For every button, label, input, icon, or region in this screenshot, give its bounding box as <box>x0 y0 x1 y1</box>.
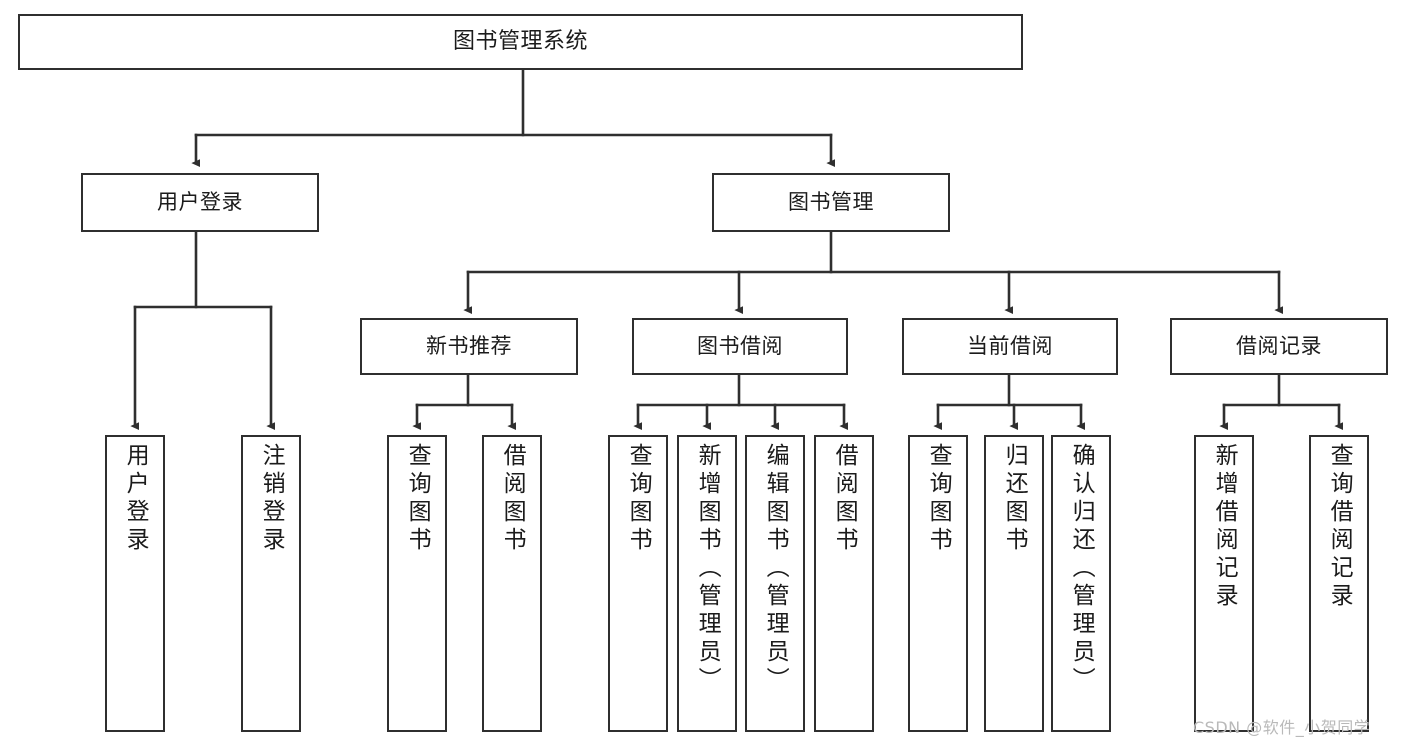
node-label: 查询图书 <box>925 443 952 555</box>
leaf-borrowrecord-add-record[interactable]: 新增借阅记录 <box>1194 435 1254 732</box>
node-label: 查询借阅记录 <box>1326 443 1353 611</box>
watermark: CSDN @软件_小贺同学 <box>1193 718 1371 737</box>
node-new-book-recommend[interactable]: 新书推荐 <box>360 318 578 375</box>
node-label: 用户登录 <box>122 443 149 555</box>
node-label: 注销登录 <box>258 443 285 555</box>
node-label: 新增借阅记录 <box>1211 443 1238 611</box>
node-label: 查询图书 <box>625 443 652 555</box>
node-user-login[interactable]: 用户登录 <box>81 173 319 232</box>
leaf-bookborrow-query-book[interactable]: 查询图书 <box>608 435 668 732</box>
node-current-borrow[interactable]: 当前借阅 <box>902 318 1118 375</box>
node-label: 当前借阅 <box>967 334 1053 359</box>
node-label: 借阅记录 <box>1236 334 1322 359</box>
node-book-management[interactable]: 图书管理 <box>712 173 950 232</box>
node-label: 用户登录 <box>157 190 243 215</box>
node-label: 借阅图书 <box>499 443 526 555</box>
leaf-currentborrow-confirm-return-admin[interactable]: 确认归还（管理员） <box>1051 435 1111 732</box>
leaf-currentborrow-query-book[interactable]: 查询图书 <box>908 435 968 732</box>
leaf-newbook-borrow-book[interactable]: 借阅图书 <box>482 435 542 732</box>
leaf-logout-login[interactable]: 注销登录 <box>241 435 301 732</box>
node-label: 新增图书（管理员） <box>694 443 721 695</box>
leaf-bookborrow-edit-book-admin[interactable]: 编辑图书（管理员） <box>745 435 805 732</box>
node-label: 借阅图书 <box>831 443 858 555</box>
node-label: 确认归还（管理员） <box>1068 443 1095 695</box>
node-label: 图书管理 <box>788 190 874 215</box>
node-label: 归还图书 <box>1001 443 1028 555</box>
node-root-book-management-system[interactable]: 图书管理系统 <box>18 14 1023 70</box>
node-book-borrow[interactable]: 图书借阅 <box>632 318 848 375</box>
node-label: 查询图书 <box>404 443 431 555</box>
node-label: 图书借阅 <box>697 334 783 359</box>
node-borrow-record[interactable]: 借阅记录 <box>1170 318 1388 375</box>
leaf-user-login[interactable]: 用户登录 <box>105 435 165 732</box>
leaf-bookborrow-add-book-admin[interactable]: 新增图书（管理员） <box>677 435 737 732</box>
leaf-borrowrecord-query-record[interactable]: 查询借阅记录 <box>1309 435 1369 732</box>
node-label: 新书推荐 <box>426 334 512 359</box>
leaf-bookborrow-borrow-book[interactable]: 借阅图书 <box>814 435 874 732</box>
node-label: 编辑图书（管理员） <box>762 443 789 695</box>
leaf-newbook-query-book[interactable]: 查询图书 <box>387 435 447 732</box>
leaf-currentborrow-return-book[interactable]: 归还图书 <box>984 435 1044 732</box>
node-label: 图书管理系统 <box>452 29 588 55</box>
